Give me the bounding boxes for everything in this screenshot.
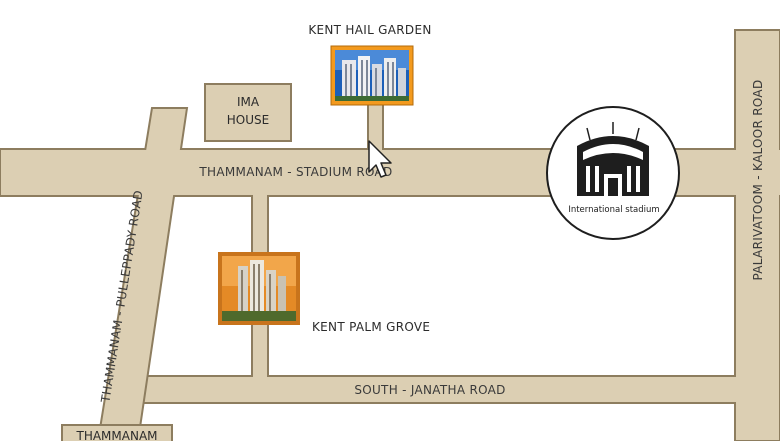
intersection-fill-top-mid [253, 150, 267, 197]
ima-house: IMA HOUSE [204, 83, 292, 142]
stadium-icon [577, 122, 649, 196]
stadium-label: International stadium [568, 205, 659, 215]
cursor-arrow-icon [368, 140, 392, 178]
ima-house-label-line2: HOUSE [227, 113, 269, 127]
intersection-fill-top-right [734, 150, 780, 195]
road-label-south-janatha: SOUTH - JANATHA ROAD [354, 383, 505, 397]
building-photo-icon [330, 45, 414, 106]
road-label-palarivatoom-kaloor: PALARIVATOOM - KALOOR ROAD [751, 80, 765, 281]
kent-palm-grove: KENT PALM GROVE [218, 252, 430, 334]
road-south-janatha [134, 375, 736, 404]
intersection-fill-mid-bottom [253, 374, 267, 378]
ima-house-label-line1: IMA [237, 95, 260, 109]
intersection-fill-bottom-right [733, 377, 737, 402]
kent-hail-garden-label: KENT HAIL GARDEN [308, 23, 431, 37]
road-palarivatoom-kaloor [734, 29, 780, 441]
intersection-fill-top-left [128, 150, 188, 195]
thammanam-box: THAMMANAM [61, 424, 173, 441]
intersection-fill-bottom-left [111, 377, 145, 402]
international-stadium: International stadium [546, 106, 680, 240]
thammanam-box-label: THAMMANAM [75, 429, 157, 441]
kent-hail-garden: KENT HAIL GARDEN [308, 23, 431, 106]
road-label-thammanam-stadium: THAMMANAM - STADIUM ROAD [198, 165, 392, 179]
building-photo-icon [218, 252, 300, 325]
kent-palm-grove-label: KENT PALM GROVE [312, 320, 430, 334]
